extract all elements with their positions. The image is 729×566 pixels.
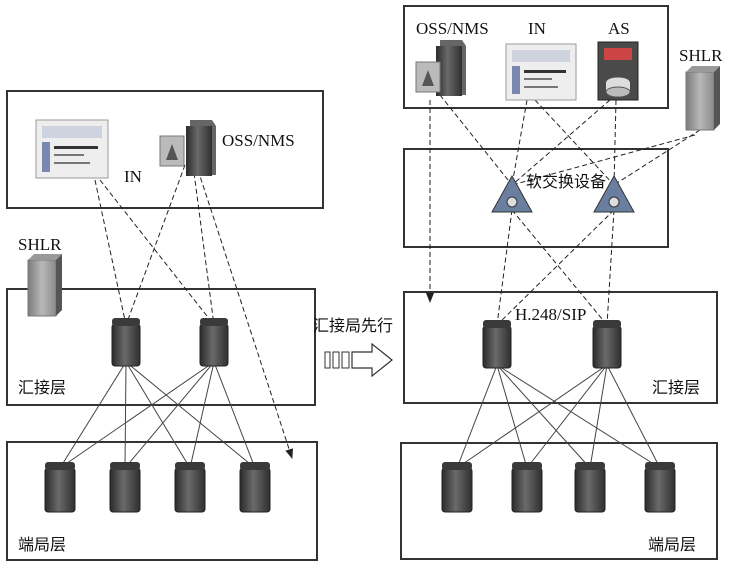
softswitch-triangle-1 [491,174,533,213]
left-shlr-icon [27,254,62,317]
left-in-icon [35,119,109,179]
protocol-label: H.248/SIP [515,305,587,324]
right-in-icon [505,43,577,101]
right-as-server-icon [597,41,639,101]
left-endoffice-switch-2 [109,462,141,513]
right-endoffice-switch-4 [644,462,676,513]
left-in-label: IN [124,167,142,186]
right-tandem-switch-1 [482,320,512,369]
left-endoffice-switch-1 [44,462,76,513]
left-mesh-lines [59,361,256,469]
left-tandem-layer-label: 汇接层 [18,378,67,397]
right-endoffice-switch-2 [511,462,543,513]
left-endoffice-layer-label: 端局层 [18,535,67,554]
right-shlr-icon [685,66,720,131]
left-oss-server-icon [159,120,216,176]
right-as-label: AS [608,19,630,38]
transition-arrow-icon [324,342,393,378]
right-tandem-box [403,291,718,404]
right-dashed-lines [426,94,701,326]
left-shlr-label: SHLR [18,235,62,254]
left-oss-label: OSS/NMS [222,131,295,150]
right-mesh-lines [456,364,661,469]
right-endoffice-switch-3 [574,462,606,513]
left-tandem-switch-2 [199,318,229,367]
right-tandem-switch-2 [592,320,622,369]
right-in-label: IN [528,19,546,38]
softswitch-triangle-2 [593,174,635,213]
right-oss-server-icon [415,40,466,96]
right-tandem-layer-label: 汇接层 [652,378,701,397]
softswitch-label: 软交换设备 [526,172,607,191]
transition-label: 汇接局先行 [313,316,394,335]
left-endoffice-switch-3 [174,462,206,513]
left-dashed-lines [94,164,294,459]
left-endoffice-switch-4 [239,462,271,513]
left-tandem-switch-1 [111,318,141,367]
right-oss-label: OSS/NMS [416,19,489,38]
right-endoffice-switch-1 [441,462,473,513]
right-shlr-label: SHLR [679,46,723,65]
right-endoffice-layer-label: 端局层 [648,535,697,554]
